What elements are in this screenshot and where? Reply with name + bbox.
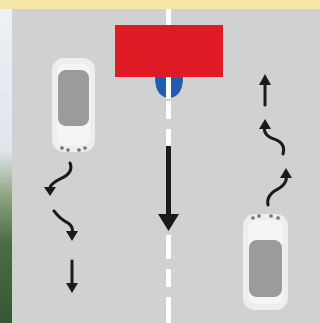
right-weave-arrows — [264, 83, 286, 205]
roadside-photo-strip — [0, 9, 12, 323]
red-sign-panel — [115, 25, 223, 77]
arrow-down-icon — [158, 146, 179, 231]
left-weave-arrows — [50, 163, 73, 286]
blue-lens-marker-icon — [155, 77, 183, 99]
road-surface — [12, 9, 320, 323]
top-band — [0, 0, 320, 9]
right-car — [243, 214, 288, 310]
left-car — [52, 58, 95, 152]
